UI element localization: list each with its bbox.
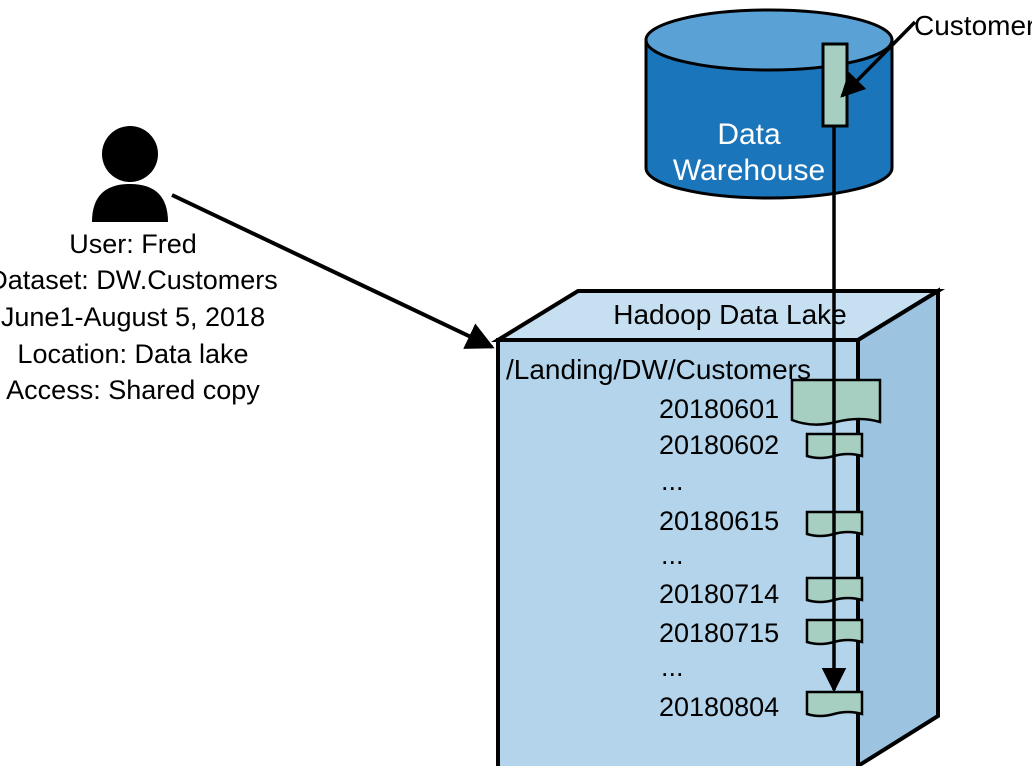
user-info-line: Dataset: DW.Customers bbox=[0, 265, 278, 295]
user-icon bbox=[92, 126, 168, 222]
data-lake-title: Hadoop Data Lake bbox=[613, 299, 847, 330]
partition-list: 20180601 20180602 ... 20180615 ... 20180… bbox=[659, 394, 779, 722]
warehouse-label-line2: Warehouse bbox=[673, 154, 825, 187]
customers-table bbox=[821, 42, 849, 128]
customers-label-arrow bbox=[840, 20, 917, 98]
partition-ellipsis: ... bbox=[661, 540, 684, 570]
data-lake-path: /Landing/DW/Customers bbox=[506, 354, 811, 385]
user-info-line: User: Fred bbox=[69, 229, 197, 259]
user-info: User: Fred Dataset: DW.Customers June1-A… bbox=[0, 229, 278, 405]
partition-entry: 20180601 bbox=[659, 394, 779, 424]
data-warehouse-cylinder: Data Warehouse bbox=[644, 8, 894, 200]
partition-entry: 20180715 bbox=[659, 618, 779, 648]
partition-entry: 20180804 bbox=[659, 692, 779, 722]
warehouse-label-line1: Data bbox=[717, 118, 781, 151]
user-info-line: Location: Data lake bbox=[17, 339, 248, 369]
file-icon bbox=[805, 690, 864, 718]
user-info-line: June1-August 5, 2018 bbox=[1, 302, 265, 332]
file-icon bbox=[790, 378, 882, 426]
partition-entry: 20180714 bbox=[659, 579, 779, 609]
customers-label: Customers bbox=[914, 10, 1032, 41]
partition-entry: 20180615 bbox=[659, 506, 779, 536]
partition-entry: 20180602 bbox=[659, 430, 779, 460]
user-to-lake-arrow bbox=[171, 193, 495, 349]
partition-ellipsis: ... bbox=[661, 652, 684, 682]
user-info-line: Access: Shared copy bbox=[6, 375, 260, 405]
partition-ellipsis: ... bbox=[661, 466, 684, 496]
